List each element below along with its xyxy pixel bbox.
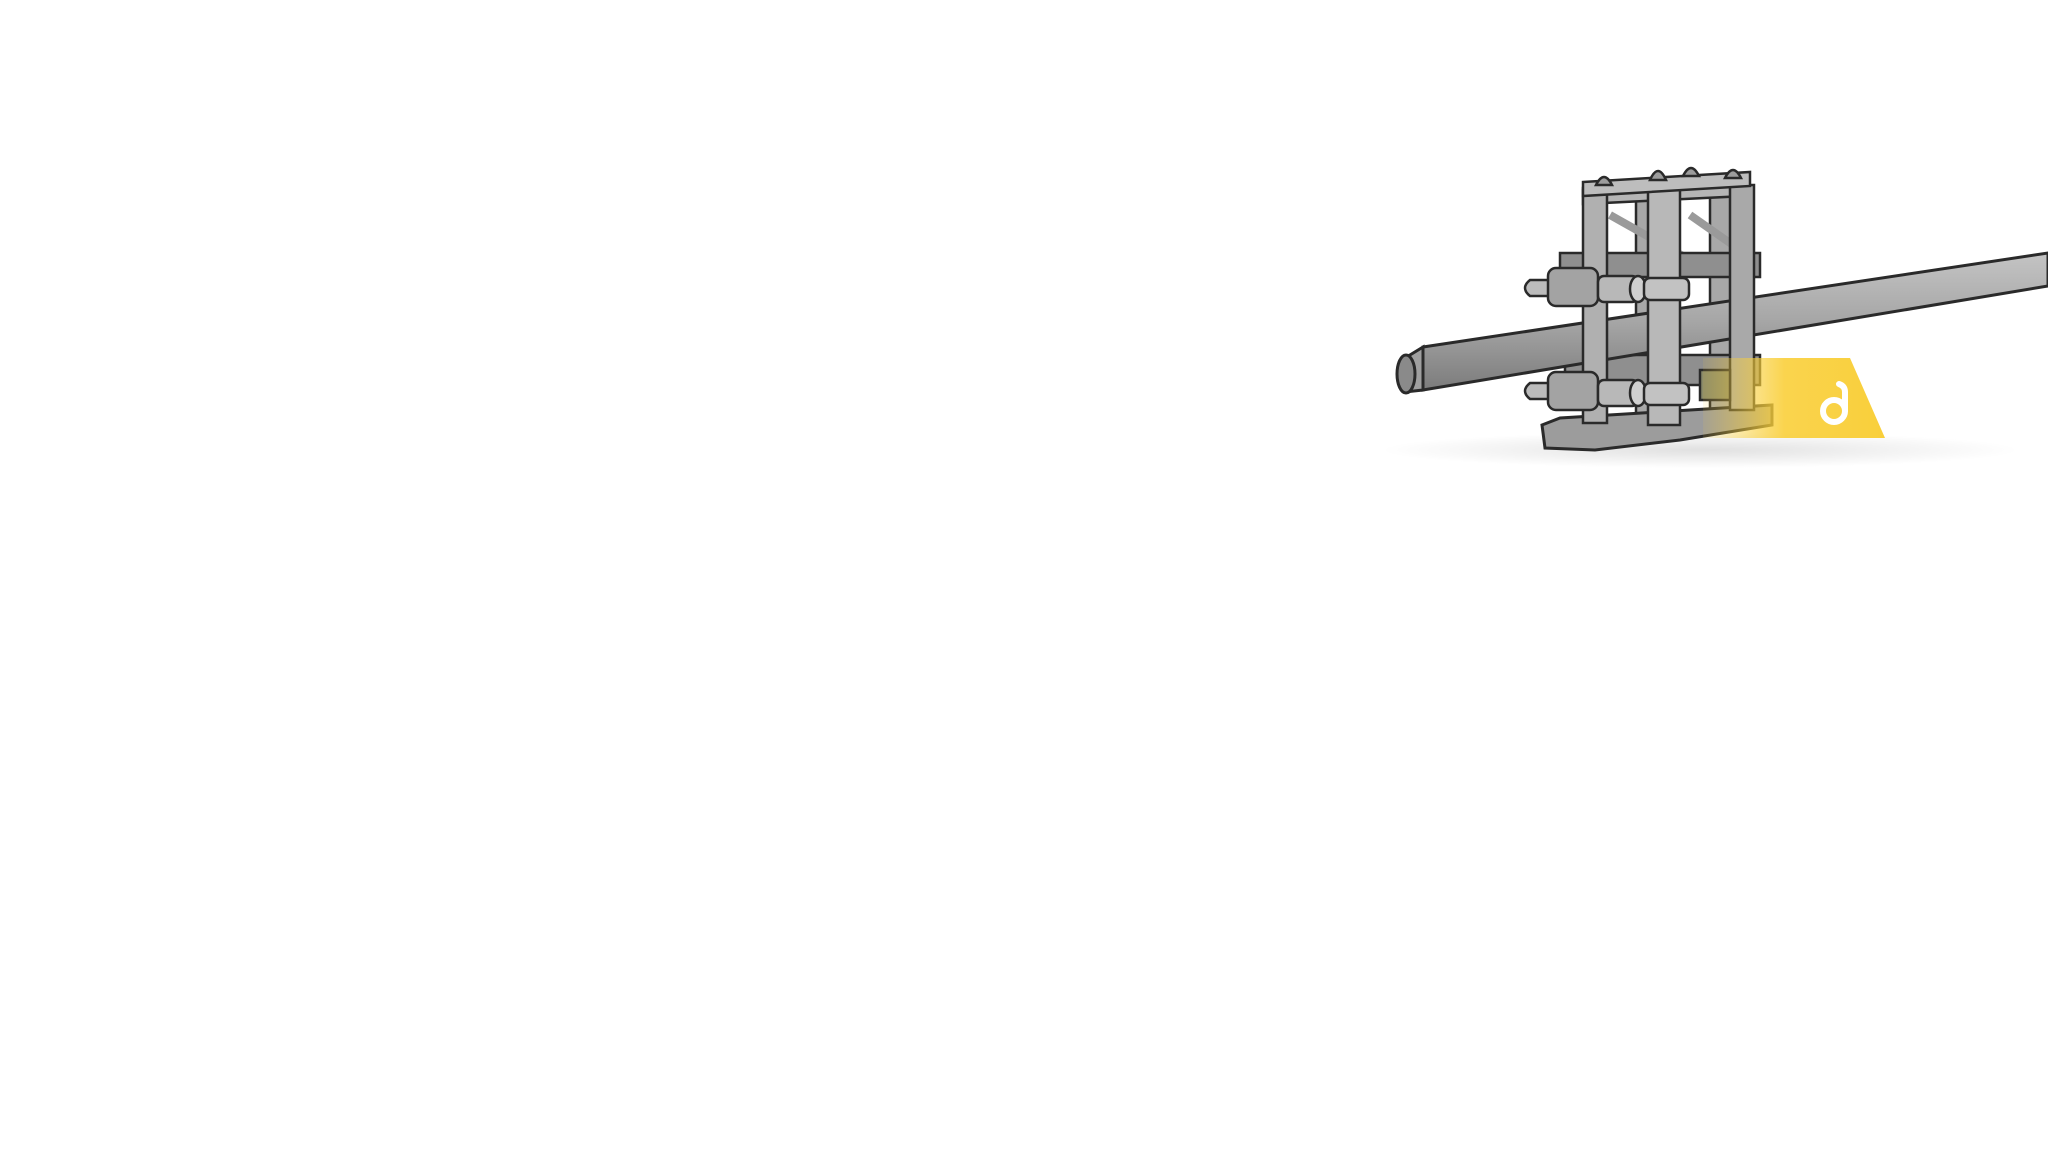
roller-assembly-upper xyxy=(1523,266,1691,308)
brand-logo-badge xyxy=(1703,358,1885,438)
brand-logo-d-icon xyxy=(1820,381,1848,425)
pipe-end xyxy=(1395,353,1417,395)
ground-shadow xyxy=(1380,432,2020,468)
